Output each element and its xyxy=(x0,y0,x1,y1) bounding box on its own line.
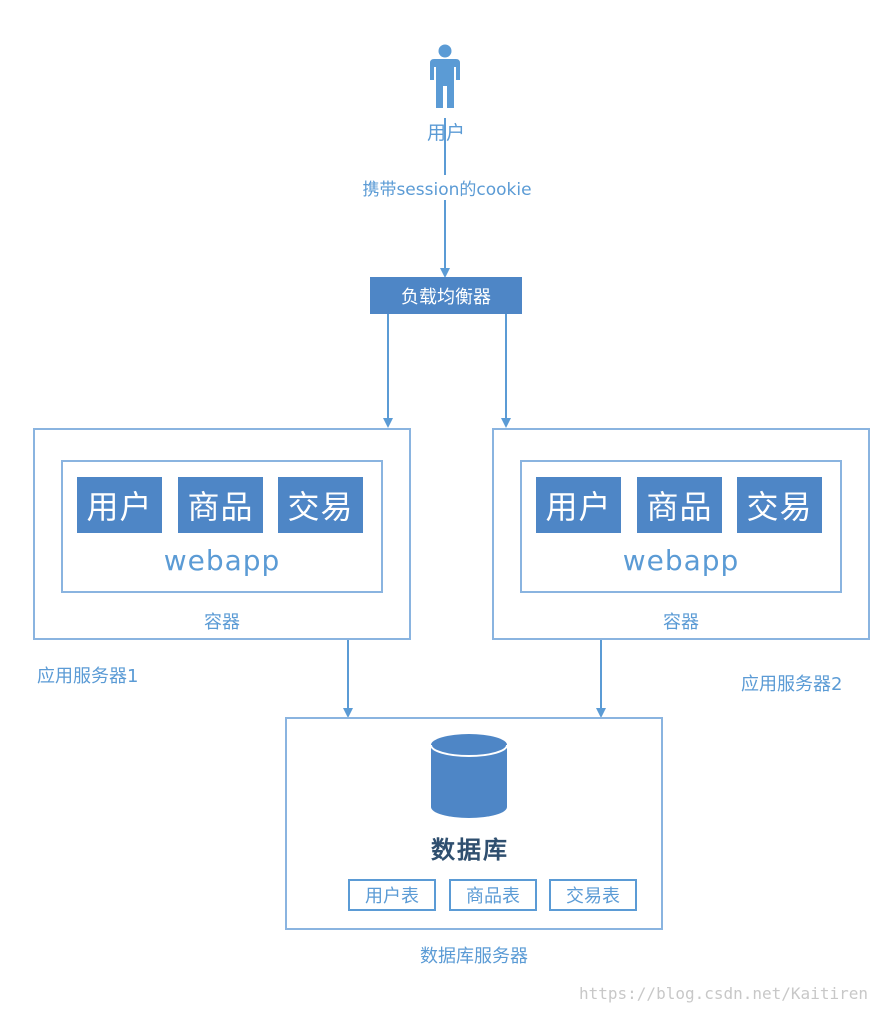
server1-module-trade: 交易 xyxy=(278,477,363,533)
server1-module-product: 商品 xyxy=(178,477,263,533)
server1-container-label: 容器 xyxy=(204,612,240,633)
database-table-trade: 交易表 xyxy=(549,879,637,911)
user-label: 用户 xyxy=(426,122,466,144)
server1-module-user: 用户 xyxy=(77,477,162,533)
server2-module-trade: 交易 xyxy=(737,477,822,533)
server2-module-user: 用户 xyxy=(536,477,621,533)
server1-webapp-label: webapp xyxy=(163,544,281,577)
database-cylinder-icon xyxy=(430,734,508,818)
database-server-label: 数据库服务器 xyxy=(420,946,528,967)
database-table-product: 商品表 xyxy=(449,879,537,911)
load-balancer: 负载均衡器 xyxy=(370,277,522,314)
database-table-user: 用户表 xyxy=(348,879,436,911)
server2-container-label: 容器 xyxy=(663,612,699,633)
user-person-icon xyxy=(430,44,460,108)
database-label: 数据库 xyxy=(431,836,509,864)
cookie-label: 携带session的cookie xyxy=(360,175,534,200)
server2-webapp-label: webapp xyxy=(622,544,740,577)
server2-name: 应用服务器2 xyxy=(741,674,843,695)
server1-name: 应用服务器1 xyxy=(37,666,139,687)
load-balancer-label: 负载均衡器 xyxy=(401,286,491,308)
watermark: https://blog.csdn.net/Kaitiren xyxy=(579,984,868,1003)
server2-module-product: 商品 xyxy=(637,477,722,533)
